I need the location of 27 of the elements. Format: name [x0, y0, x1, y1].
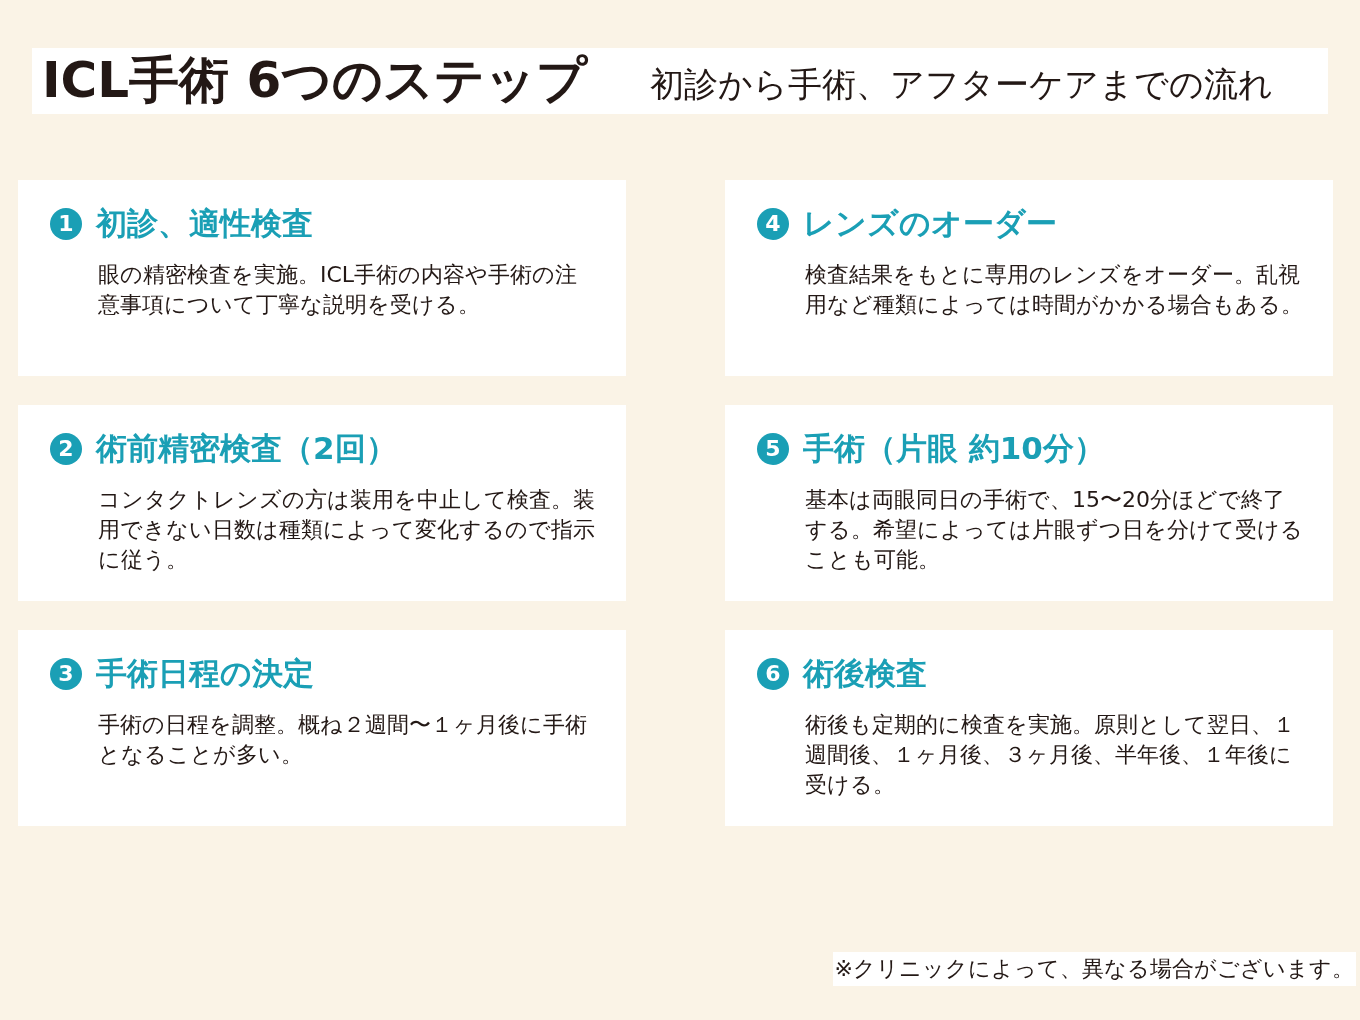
- step-number: 1: [50, 208, 82, 240]
- footnote: ※クリニックによって、異なる場合がございます。: [832, 952, 1356, 986]
- step-description: 眼の精密検査を実施。ICL手術の内容や手術の注意事項について丁寧な説明を受ける。: [98, 261, 579, 319]
- step-card: [725, 180, 1333, 376]
- step-description: 基本は両眼同日の手術で、15〜20分ほどで終了する。希望によっては片眼ずつ日を分けて受けることも可能。: [805, 486, 1304, 574]
- step-heading: 術後検査: [803, 654, 927, 693]
- step-number: 2: [50, 433, 82, 465]
- title: ICL手術 6つのステップ: [42, 50, 588, 110]
- step-card: [725, 405, 1333, 601]
- step-description: 手術の日程を調整。概ね２週間〜１ヶ月後に手術となることが多い。: [98, 711, 588, 769]
- step-heading: レンズのオーダー: [803, 204, 1057, 243]
- step-heading: 術前精密検査（2回）: [96, 429, 397, 468]
- step-heading: 手術日程の決定: [96, 654, 314, 693]
- step-description: 術後も定期的に検査を実施。原則として翌日、１週間後、１ヶ月後、３ヶ月後、半年後、１年後に受ける。: [805, 711, 1296, 799]
- step-number: 4: [757, 208, 789, 240]
- step-heading: 初診、適性検査: [96, 204, 313, 243]
- step-card: [18, 405, 626, 601]
- step-card: [18, 180, 626, 376]
- step-heading: 手術（片眼 約10分）: [803, 429, 1105, 468]
- step-card: [725, 630, 1333, 826]
- step-card: [18, 630, 626, 826]
- step-number: 3: [50, 658, 82, 690]
- step-number: 6: [757, 658, 789, 690]
- step-number: 5: [757, 433, 789, 465]
- step-description: コンタクトレンズの方は装用を中止して検査。装用できない日数は種類によって変化するので指示に従う。: [98, 486, 596, 574]
- subtitle: 初診から手術、アフターケアまでの流れ: [650, 63, 1273, 106]
- step-description: 検査結果をもとに専用のレンズをオーダー。乱視用など種類によっては時間がかかる場合もある。: [805, 261, 1304, 319]
